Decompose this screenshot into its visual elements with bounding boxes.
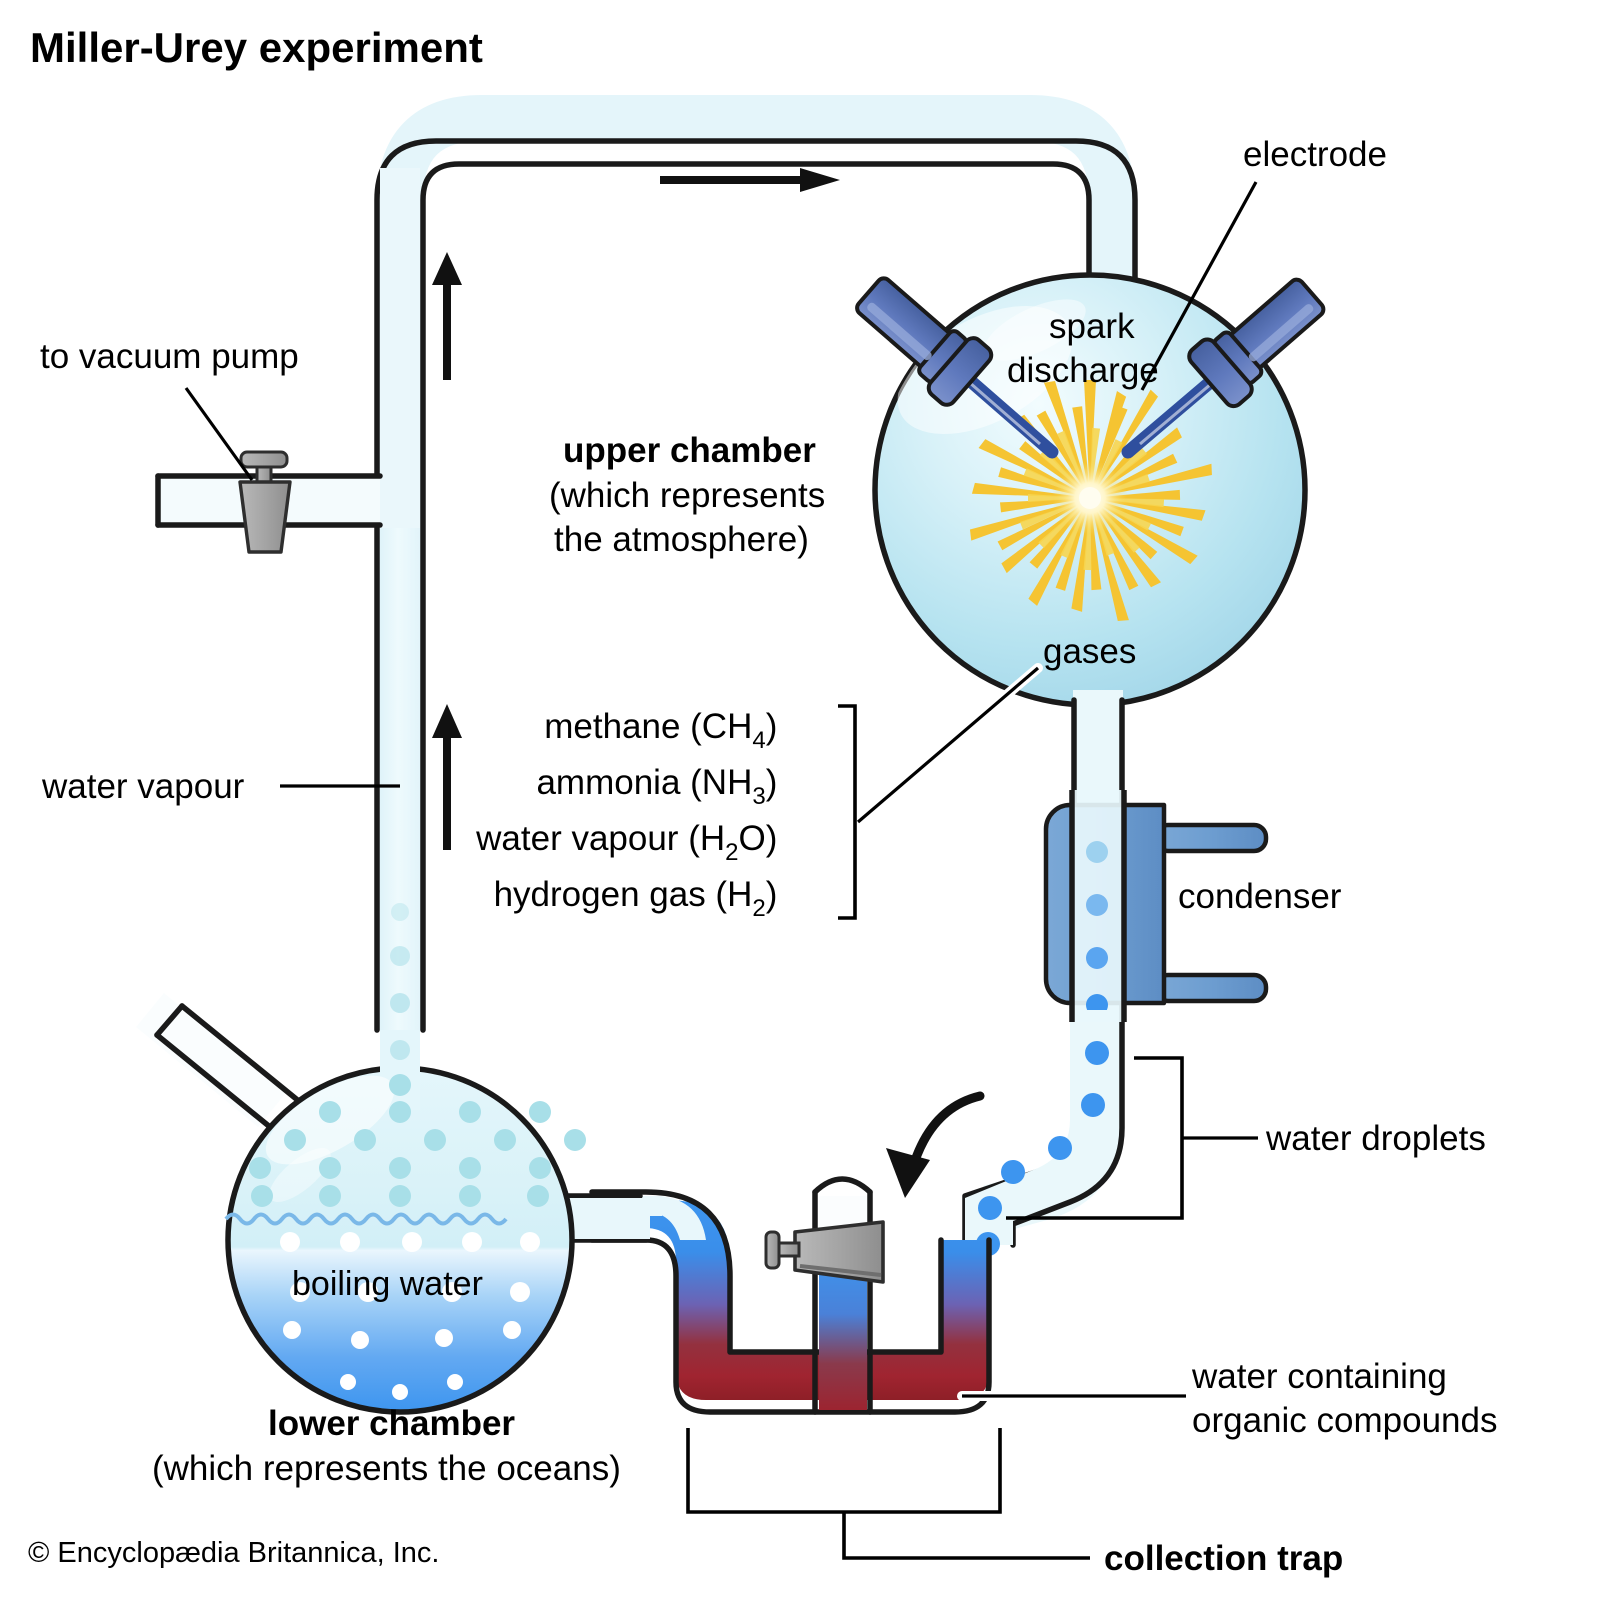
gases-leader [853,663,1043,827]
label-upper-chamber-line2: (which represents [549,476,825,515]
gas-list-item-0: methane (CH4) [476,707,826,754]
gas-list-item-2: water vapour (H2O) [408,819,826,866]
boiling-bubbles [280,1232,540,1400]
water-surface-line [224,1212,508,1226]
flow-arrow-riser-lower [432,704,462,850]
label-to-vacuum-pump: to vacuum pump [40,337,299,376]
label-collection-trap: collection trap [1104,1539,1343,1578]
collection-trap-leader [842,1512,1090,1560]
label-electrode: electrode [1243,135,1387,174]
collection-trap [589,1189,992,1446]
page-title: Miller-Urey experiment [30,24,483,71]
gas-list: methane (CH4) ammonia (NH3) water vapour… [408,707,826,922]
label-upper-chamber-line3: the atmosphere) [554,520,809,559]
spark-discharge-burst [969,380,1212,622]
condenser [1043,790,1269,1022]
lower-chamber-flask [136,992,650,1415]
condenser-droplets [1086,841,1108,1010]
descending-tube-fill [965,1000,1118,1245]
trap-drain-tube [812,1176,873,1415]
electrode-right [1121,277,1326,459]
label-water-droplets: water droplets [1265,1119,1486,1158]
gas-list-item-1: ammonia (NH3) [468,763,826,810]
gas-list-item-3: hydrogen gas (H2) [426,875,826,922]
label-lower-chamber-line2: (which represents the oceans) [152,1449,621,1488]
label-lower-chamber-title: lower chamber [268,1404,515,1443]
label-condenser: condenser [1178,877,1342,916]
label-spark-line1: spark [1049,307,1135,346]
label-upper-chamber-title: upper chamber [563,431,816,470]
label-boiling-water: boiling water [292,1265,483,1303]
vacuum-pump-leader [184,387,254,481]
flow-arrow-to-trap [886,1091,985,1198]
water-droplets-bracket [1006,1056,1184,1220]
label-water-vapour: water vapour [41,767,245,806]
electrode-leader [1140,181,1258,391]
vacuum-stopcock[interactable] [238,450,292,554]
vapour-column-fill-upper [380,168,420,528]
flow-arrow-riser-upper [432,252,462,380]
flow-arrow-top [660,168,840,192]
water-droplets-group [976,1041,1109,1256]
electrode-left [855,276,1059,459]
label-organic-line2: organic compounds [1192,1401,1497,1440]
gas-list-bracket [838,704,857,920]
trap-stopcock[interactable] [764,1220,885,1284]
label-gases: gases [1043,632,1136,671]
copyright-credit: © Encyclopædia Britannica, Inc. [28,1537,439,1569]
lower-chamber-side-neck [136,992,303,1143]
label-organic-line1: water containing [1191,1357,1447,1396]
vapour-bubbles [249,1074,586,1207]
label-spark-line2: discharge [1007,351,1159,390]
riser-bubbles [390,903,410,1060]
